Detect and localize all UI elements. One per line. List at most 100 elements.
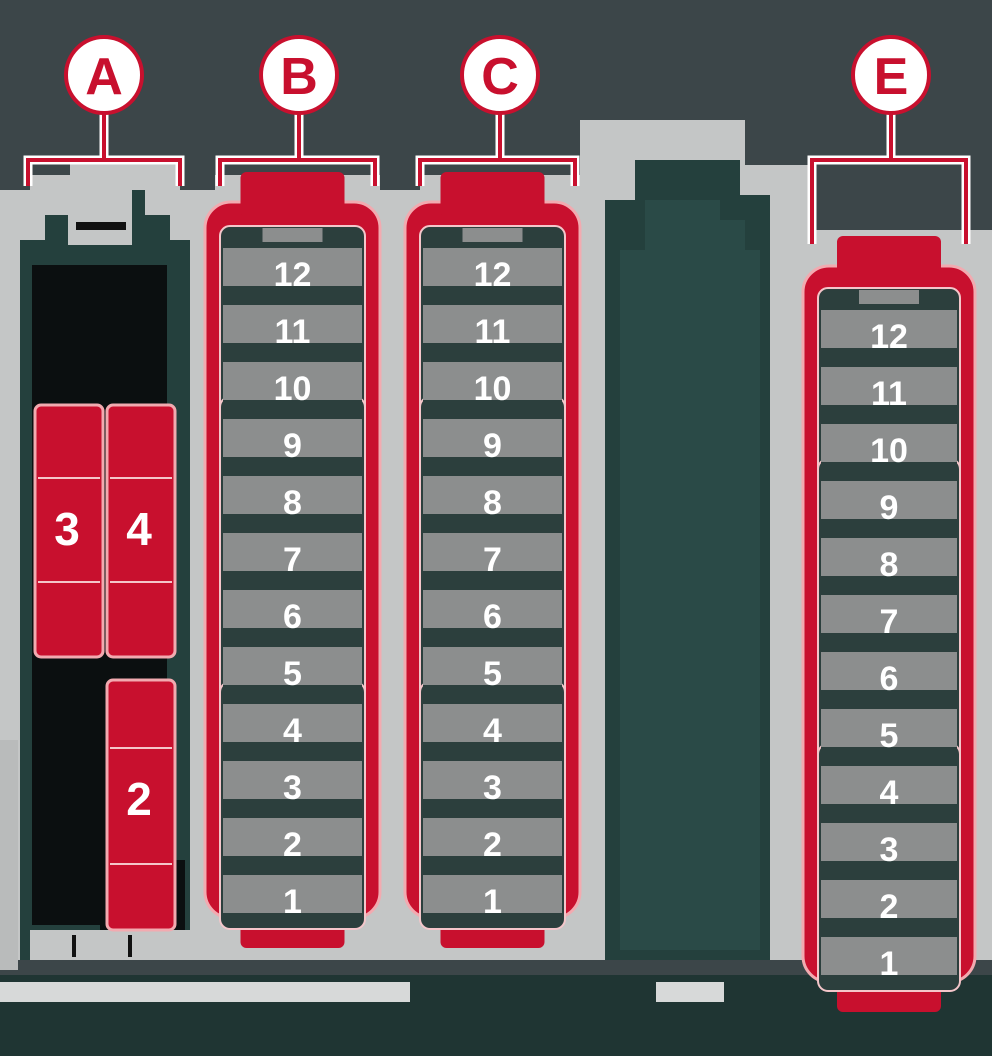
fuse-slot-12[interactable]: 12: [423, 248, 562, 294]
fuse-number: 3: [483, 769, 502, 807]
fuse-body: [423, 476, 562, 514]
fuse-body: [821, 766, 957, 804]
fuse-body: [821, 424, 957, 462]
fuse-number: 11: [871, 375, 907, 413]
fuse-slot-5[interactable]: 5: [223, 647, 362, 693]
block-a-tab: [68, 175, 132, 245]
block-notch: [262, 228, 323, 242]
fuse-number: 9: [483, 427, 502, 465]
fuse-a-3-label: 3: [54, 503, 80, 555]
fuse-gap: [223, 742, 362, 750]
fuse-slot-11[interactable]: 11: [821, 367, 957, 413]
fuse-slot-9[interactable]: 9: [423, 419, 562, 465]
block-a-base: [30, 930, 190, 960]
fuse-number: 2: [880, 888, 899, 926]
fuse-slot-11[interactable]: 11: [223, 305, 362, 351]
bracket-line: [218, 113, 377, 186]
callout-b: B: [215, 35, 380, 186]
fuse-slot-10[interactable]: 10: [821, 424, 957, 470]
center-block-inner: [620, 200, 760, 950]
fuse-slot-4[interactable]: 4: [423, 704, 562, 750]
callout-circle: [259, 35, 339, 115]
fuse-gap: [423, 742, 562, 750]
fuse-slot-3[interactable]: 3: [821, 823, 957, 869]
fuse-slot-5[interactable]: 5: [423, 647, 562, 693]
fuse-number: 11: [275, 313, 311, 351]
fuse-slot-1[interactable]: 1: [223, 875, 362, 921]
fuse-slot-7[interactable]: 7: [223, 533, 362, 579]
fuse-a-4-label: 4: [126, 503, 152, 555]
callout-label: A: [85, 48, 123, 106]
fuse-slot-8[interactable]: 8: [821, 538, 957, 584]
fuse-a-3[interactable]: 3: [33, 403, 105, 659]
fuse-a-2[interactable]: 2: [105, 678, 177, 932]
callout-circle: [460, 35, 540, 115]
fuse-slot-9[interactable]: 9: [821, 481, 957, 527]
fuse-gap: [423, 571, 562, 579]
callout-e: E: [807, 35, 971, 244]
fuse-a-2-label: 2: [126, 773, 152, 825]
fuse-body: [223, 704, 362, 742]
fuse-slot-3[interactable]: 3: [423, 761, 562, 807]
callout-label: C: [481, 48, 519, 106]
fuse-slot-1[interactable]: 1: [423, 875, 562, 921]
fuse-gap: [423, 913, 562, 921]
fuse-gap: [423, 343, 562, 351]
fuse-gap: [423, 286, 562, 294]
fuse-gap: [423, 799, 562, 807]
callout-label: B: [280, 48, 318, 106]
fuse-number: 1: [283, 883, 302, 921]
fuse-slot-11[interactable]: 11: [423, 305, 562, 351]
left-edge-strip: [0, 740, 18, 970]
fuse-body: [223, 476, 362, 514]
fuse-slot-2[interactable]: 2: [821, 880, 957, 926]
fuse-body: [223, 590, 362, 628]
fuse-number: 5: [283, 655, 302, 693]
fuse-a-4[interactable]: 4: [105, 403, 177, 659]
fuse-number: 1: [880, 945, 899, 983]
fuse-slot-9[interactable]: 9: [223, 419, 362, 465]
fuse-body: [423, 305, 562, 343]
fuse-slot-1[interactable]: 1: [821, 937, 957, 983]
fuse-number: 4: [483, 712, 502, 750]
fuse-number: 7: [483, 541, 502, 579]
fuse-slot-3[interactable]: 3: [223, 761, 362, 807]
fuse-number: 5: [483, 655, 502, 693]
fuse-slot-10[interactable]: 10: [223, 362, 362, 408]
fuse-slot-6[interactable]: 6: [223, 590, 362, 636]
fuse-gap: [223, 457, 362, 465]
callout-label: E: [874, 48, 909, 106]
fuse-gap: [821, 861, 957, 869]
fuse-body: [423, 704, 562, 742]
fuse-gap: [423, 400, 562, 408]
fuse-slot-4[interactable]: 4: [821, 766, 957, 812]
fuse-body: [821, 709, 957, 747]
fuse-slot-2[interactable]: 2: [423, 818, 562, 864]
fuse-body: [423, 419, 562, 457]
fuse-gap: [821, 633, 957, 641]
fuse-slot-7[interactable]: 7: [423, 533, 562, 579]
fuse-slot-7[interactable]: 7: [821, 595, 957, 641]
fuse-slot-10[interactable]: 10: [423, 362, 562, 408]
fuse-slot-8[interactable]: 8: [423, 476, 562, 522]
fuse-gap: [223, 628, 362, 636]
fuse-slot-4[interactable]: 4: [223, 704, 362, 750]
fuse-slot-12[interactable]: 12: [821, 310, 957, 356]
fuse-gap: [821, 405, 957, 413]
fuse-slot-6[interactable]: 6: [821, 652, 957, 698]
fuse-body: [423, 248, 562, 286]
fuse-slot-12[interactable]: 12: [223, 248, 362, 294]
block-top-tab: [440, 172, 545, 217]
fuse-slot-8[interactable]: 8: [223, 476, 362, 522]
fuse-slot-2[interactable]: 2: [223, 818, 362, 864]
fuse-number: 12: [474, 256, 512, 294]
fuse-slot-5[interactable]: 5: [821, 709, 957, 755]
block-a-tab-slot: [76, 222, 126, 230]
block-top-tab: [837, 236, 941, 281]
fuse-gap: [223, 343, 362, 351]
block-a-base-slot-2: [128, 935, 132, 957]
fuse-body: [821, 595, 957, 633]
block-c: 12 11 10 9 8 7 6 5 4 3 2 1: [403, 172, 582, 948]
fuse-slot-6[interactable]: 6: [423, 590, 562, 636]
fuse-gap: [223, 286, 362, 294]
